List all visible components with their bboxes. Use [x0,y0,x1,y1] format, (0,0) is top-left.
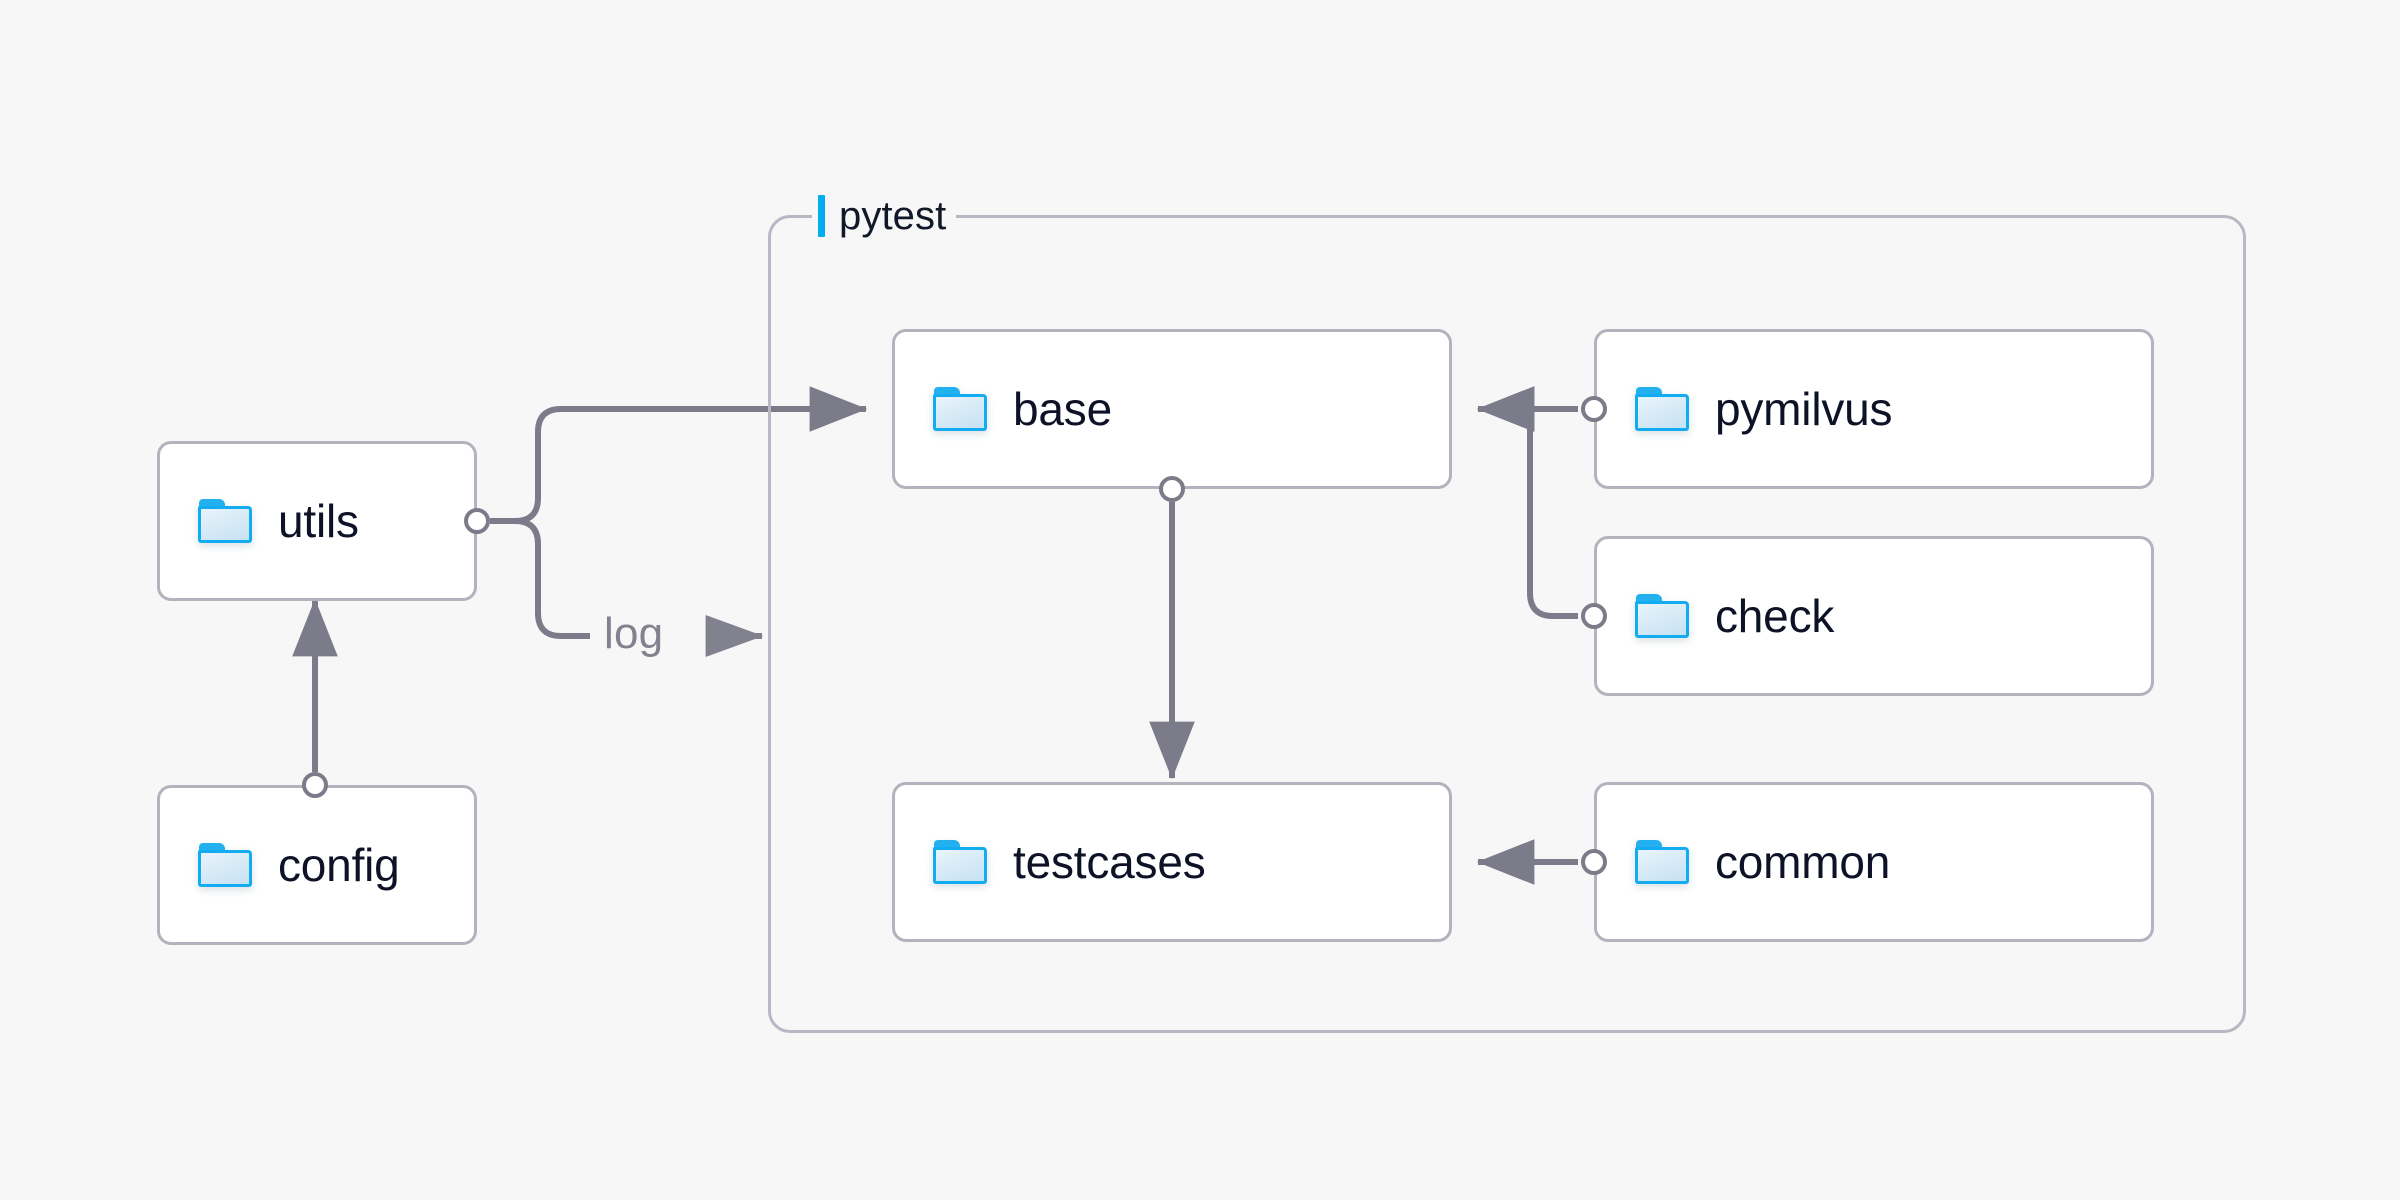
folder-icon [933,840,987,884]
node-config-label: config [278,839,400,891]
node-common-label: common [1715,836,1891,888]
edge-label-log: log [604,609,664,658]
edge-utils-log [490,518,590,639]
port-pymilvus-left[interactable] [1581,396,1607,422]
port-config-top[interactable] [302,772,328,798]
node-base-label: base [1013,383,1112,435]
node-check[interactable]: check [1594,536,2154,696]
node-base[interactable]: base [892,329,1452,489]
folder-icon [1635,594,1689,638]
port-check-left[interactable] [1581,603,1607,629]
port-common-left[interactable] [1581,849,1607,875]
port-utils-right[interactable] [464,508,490,534]
folder-icon [1635,387,1689,431]
group-accent-bar [818,195,825,237]
group-pytest [768,215,2246,1033]
folder-icon [198,499,252,543]
node-pymilvus[interactable]: pymilvus [1594,329,2154,489]
node-check-label: check [1715,590,1835,642]
port-base-bottom[interactable] [1159,476,1185,502]
node-config[interactable]: config [157,785,477,945]
node-utils-label: utils [278,495,359,547]
folder-icon [933,387,987,431]
node-utils[interactable]: utils [157,441,477,601]
folder-icon [198,843,252,887]
node-testcases[interactable]: testcases [892,782,1452,942]
group-pytest-title: pytest [812,193,957,239]
node-testcases-label: testcases [1013,836,1206,888]
group-title-label: pytest [839,194,947,238]
node-common[interactable]: common [1594,782,2154,942]
folder-icon [1635,840,1689,884]
node-pymilvus-label: pymilvus [1715,383,1893,435]
